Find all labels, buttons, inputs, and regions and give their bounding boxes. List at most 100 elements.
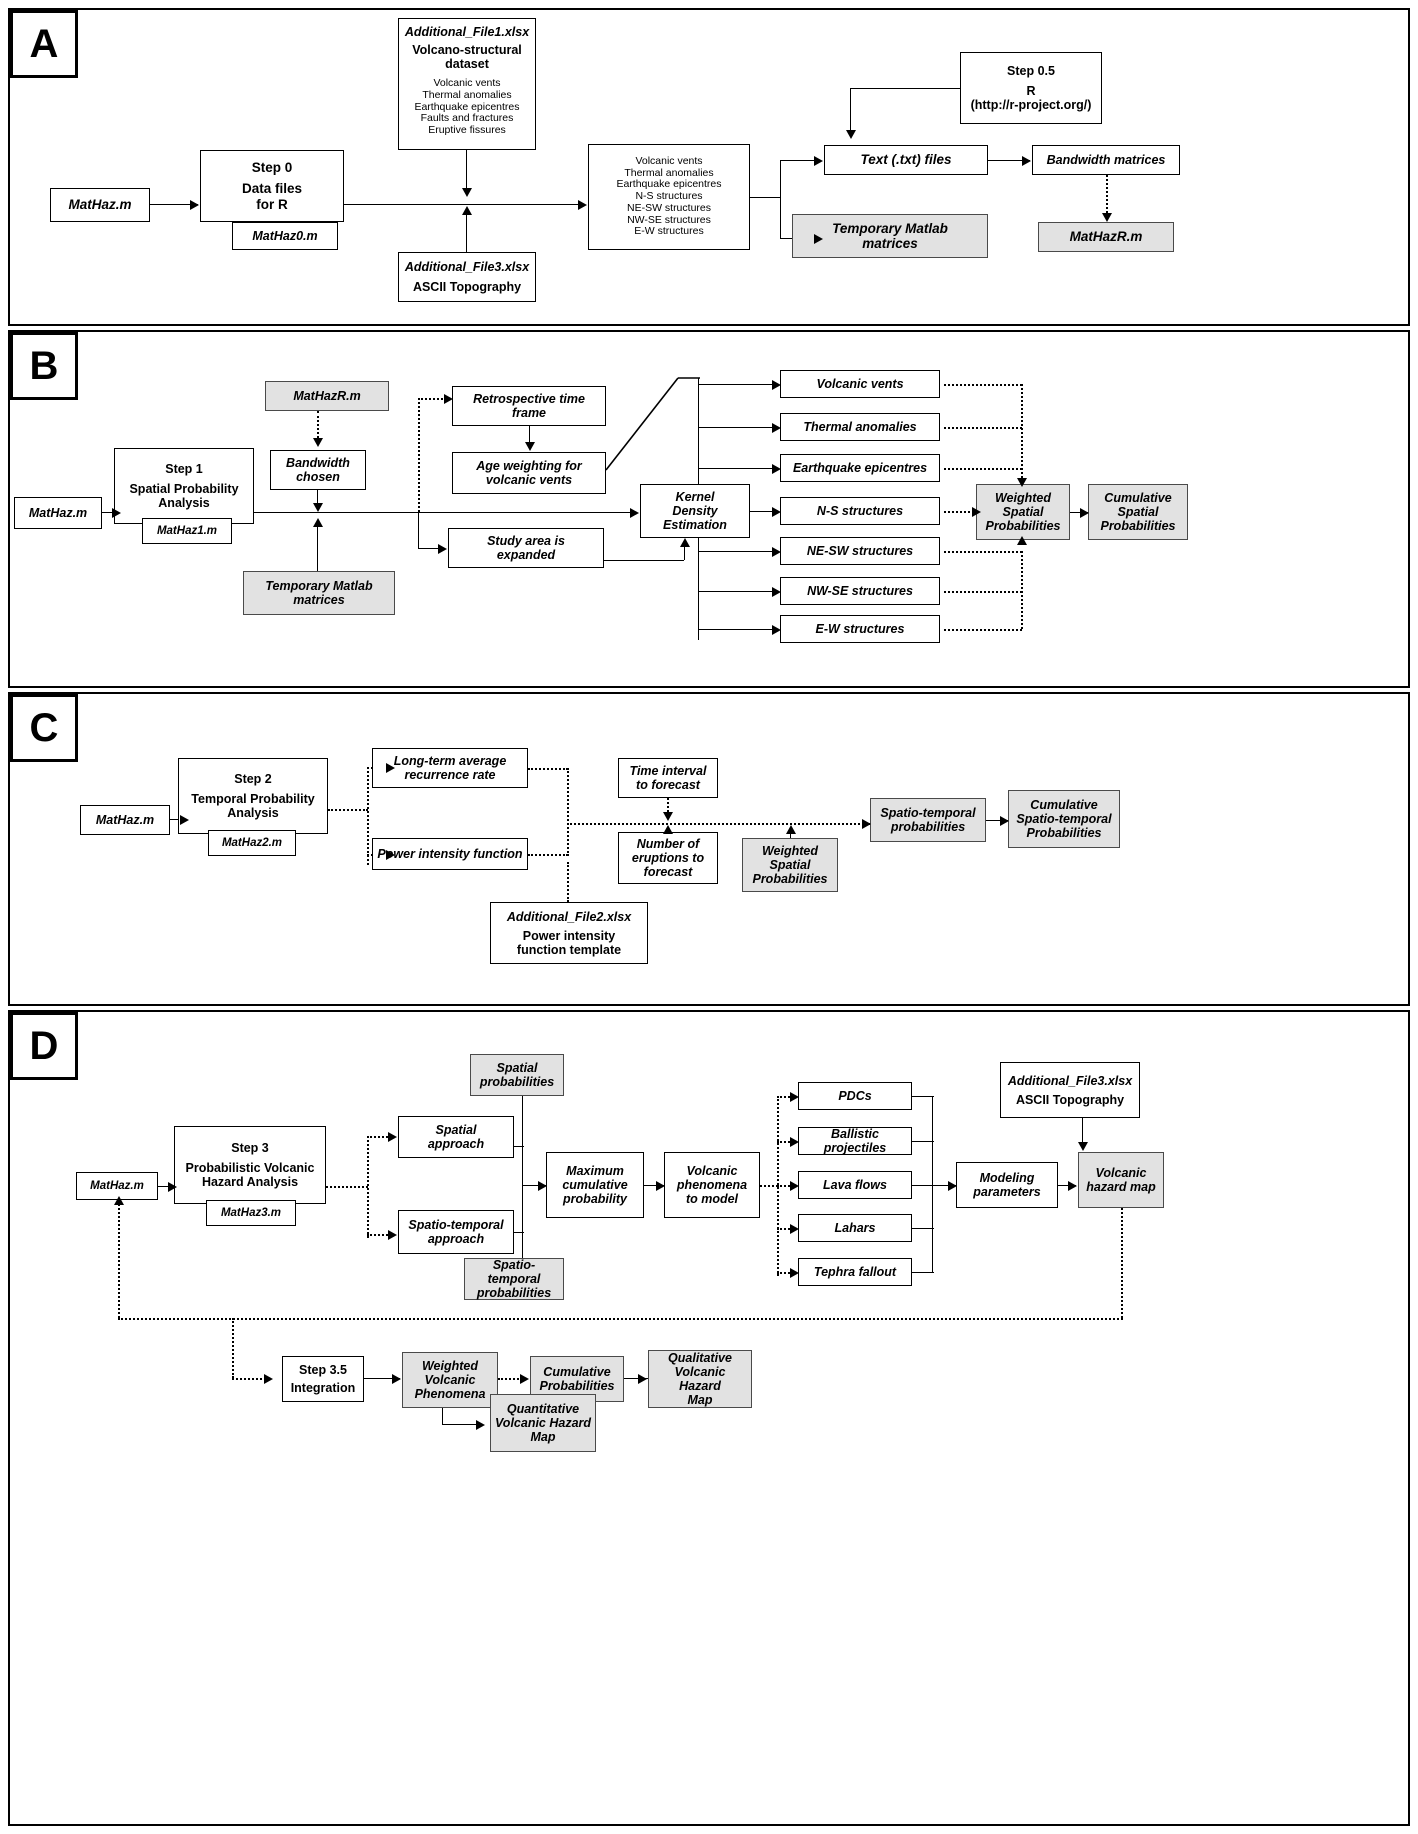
node-label: Spatio-temporal probabilities	[880, 806, 976, 834]
node-label: Long-term average recurrence rate	[393, 754, 507, 782]
node-label: Quantitative Volcanic Hazard Map	[494, 1402, 592, 1444]
node-label: MatHaz2.m	[221, 836, 283, 849]
node-label: Spatial probabilities	[479, 1061, 555, 1089]
node-label: Cumulative Spatial Probabilities	[1100, 491, 1176, 533]
node-b-output-nesw-structures: NE-SW structures	[780, 537, 940, 565]
node-body: Temporal Probability Analysis	[191, 792, 315, 820]
node-label: N-S structures	[816, 504, 904, 518]
node-c-step2: Step 2 Temporal Probability Analysis	[178, 758, 328, 834]
node-b-mathaz1: MatHaz1.m	[142, 518, 232, 544]
node-label: Volcanic vents	[816, 377, 904, 391]
node-b-output-ns-structures: N-S structures	[780, 497, 940, 525]
node-d-phenomenon-lahars: Lahars	[798, 1214, 912, 1242]
node-d-hazard-map: Volcanic hazard map	[1078, 1152, 1164, 1208]
structure-item: Thermal anomalies	[624, 166, 714, 179]
node-b-output-volcanic-vents: Volcanic vents	[780, 370, 940, 398]
node-label: NW-SE structures	[807, 584, 913, 598]
node-label: MatHaz1.m	[156, 524, 218, 537]
node-label: MatHaz0.m	[252, 229, 318, 243]
panel-b-tag: B	[10, 332, 78, 400]
node-label: Maximum cumulative probability	[562, 1164, 628, 1206]
node-a-mathaz: MatHaz.m	[50, 188, 150, 222]
node-d-phenomenon-ballistic: Ballistic projectiles	[798, 1127, 912, 1155]
node-a-file3: Additional_File3.xlsx ASCII Topography	[398, 252, 536, 302]
node-label: Text (.txt) files	[860, 152, 952, 168]
node-title: Step 1	[165, 462, 203, 476]
structure-item: N-S structures	[635, 190, 703, 203]
node-label: MatHazR.m	[293, 389, 361, 403]
node-d-weighted-phenomena: Weighted Volcanic Phenomena	[402, 1352, 498, 1408]
node-b-study-area: Study area is expanded	[448, 528, 604, 568]
node-label: Spatio-temporal probabilities	[476, 1258, 552, 1300]
node-b-output-earthquake-epicentres: Earthquake epicentres	[780, 454, 940, 482]
node-c-mathaz: MatHaz.m	[80, 805, 170, 835]
file-title: Volcano-structural dataset	[412, 43, 522, 71]
node-label: Time interval to forecast	[629, 764, 707, 792]
file-item: Earthquake epicentres	[414, 100, 520, 113]
file-item: Faults and fractures	[420, 112, 514, 125]
node-c-file2: Additional_File2.xlsx Power intensity fu…	[490, 902, 648, 964]
node-label: Cumulative Spatio-temporal Probabilities	[1016, 798, 1112, 840]
node-a-text-files: Text (.txt) files	[824, 145, 988, 175]
node-label: Tephra fallout	[813, 1265, 897, 1279]
node-title: Step 3	[231, 1141, 269, 1155]
node-b-step1: Step 1 Spatial Probability Analysis	[114, 448, 254, 524]
node-d-file3: Additional_File3.xlsx ASCII Topography	[1000, 1062, 1140, 1118]
node-d-spatio-temporal-probabilities: Spatio-temporal probabilities	[464, 1258, 564, 1300]
node-b-output-nwse-structures: NW-SE structures	[780, 577, 940, 605]
node-a-temp-matrices: Temporary Matlab matrices	[792, 214, 988, 258]
node-label: Ballistic projectiles	[823, 1127, 887, 1155]
node-c-long-term: Long-term average recurrence rate	[372, 748, 528, 788]
file-item: Eruptive fissures	[428, 124, 506, 136]
node-label: MatHaz.m	[68, 197, 132, 213]
file-name: Additional_File1.xlsx	[404, 25, 530, 39]
structure-item: NE-SW structures	[626, 201, 711, 214]
node-label: Weighted Volcanic Phenomena	[414, 1359, 486, 1401]
node-b-temp-matrices: Temporary Matlab matrices	[243, 571, 395, 615]
node-label: Weighted Spatial Probabilities	[752, 844, 828, 886]
node-d-spatial-probabilities: Spatial probabilities	[470, 1054, 564, 1096]
node-d-phenomenon-pdcs: PDCs	[798, 1082, 912, 1110]
node-b-retrospective: Retrospective time frame	[452, 386, 606, 426]
node-d-max-cumulative: Maximum cumulative probability	[546, 1152, 644, 1218]
node-label: Weighted Spatial Probabilities	[985, 491, 1061, 533]
file-body: ASCII Topography	[1015, 1092, 1125, 1107]
node-b-kde: Kernel Density Estimation	[640, 484, 750, 538]
node-body: Probabilistic Volcanic Hazard Analysis	[185, 1161, 315, 1189]
node-label: Bandwidth chosen	[286, 456, 350, 484]
node-label: MatHaz.m	[95, 813, 155, 827]
node-b-age-weighting: Age weighting for volcanic vents	[452, 452, 606, 494]
file-name: Additional_File2.xlsx	[506, 909, 632, 924]
node-title: Step 0.5	[1007, 64, 1055, 78]
node-d-quantitative-map: Quantitative Volcanic Hazard Map	[490, 1394, 596, 1452]
node-b-output-ew-structures: E-W structures	[780, 615, 940, 643]
structure-item: NW-SE structures	[627, 213, 711, 226]
node-label: Retrospective time frame	[473, 392, 585, 420]
node-d-phenomenon-lava: Lava flows	[798, 1171, 912, 1199]
node-label: Volcanic hazard map	[1086, 1166, 1156, 1194]
kde-diagonal-connector	[605, 377, 700, 471]
node-label: Temporary Matlab matrices	[832, 220, 948, 251]
node-c-mathaz2: MatHaz2.m	[208, 830, 296, 856]
structure-item: Earthquake epicentres	[616, 178, 722, 191]
node-label: Bandwidth matrices	[1046, 153, 1166, 167]
node-label: MatHazR.m	[1069, 229, 1143, 245]
node-body: R (http://r-project.org/)	[970, 84, 1092, 112]
node-c-weighted-spatial: Weighted Spatial Probabilities	[742, 838, 838, 892]
node-title: Step 3.5	[299, 1363, 347, 1377]
node-label: Number of eruptions to forecast	[631, 837, 705, 879]
node-d-phenomena-to-model: Volcanic phenomena to model	[664, 1152, 760, 1218]
node-label: Kernel Density Estimation	[663, 490, 727, 532]
file-item: Thermal anomalies	[422, 88, 512, 101]
node-b-bandwidth-chosen: Bandwidth chosen	[270, 450, 366, 490]
node-c-power-intensity: Power intensity function	[372, 838, 528, 870]
node-label: Lava flows	[823, 1178, 887, 1192]
node-body: Integration	[290, 1381, 356, 1395]
node-a-file1: Additional_File1.xlsx Volcano-structural…	[398, 18, 536, 150]
node-c-num-eruptions: Number of eruptions to forecast	[618, 832, 718, 884]
node-c-spatio-temporal: Spatio-temporal probabilities	[870, 798, 986, 842]
panel-a-tag: A	[10, 10, 78, 78]
file-name: Additional_File3.xlsx	[1007, 1073, 1133, 1088]
node-label: Lahars	[834, 1221, 876, 1235]
node-d-spatio-temporal-approach: Spatio-temporal approach	[398, 1210, 514, 1254]
